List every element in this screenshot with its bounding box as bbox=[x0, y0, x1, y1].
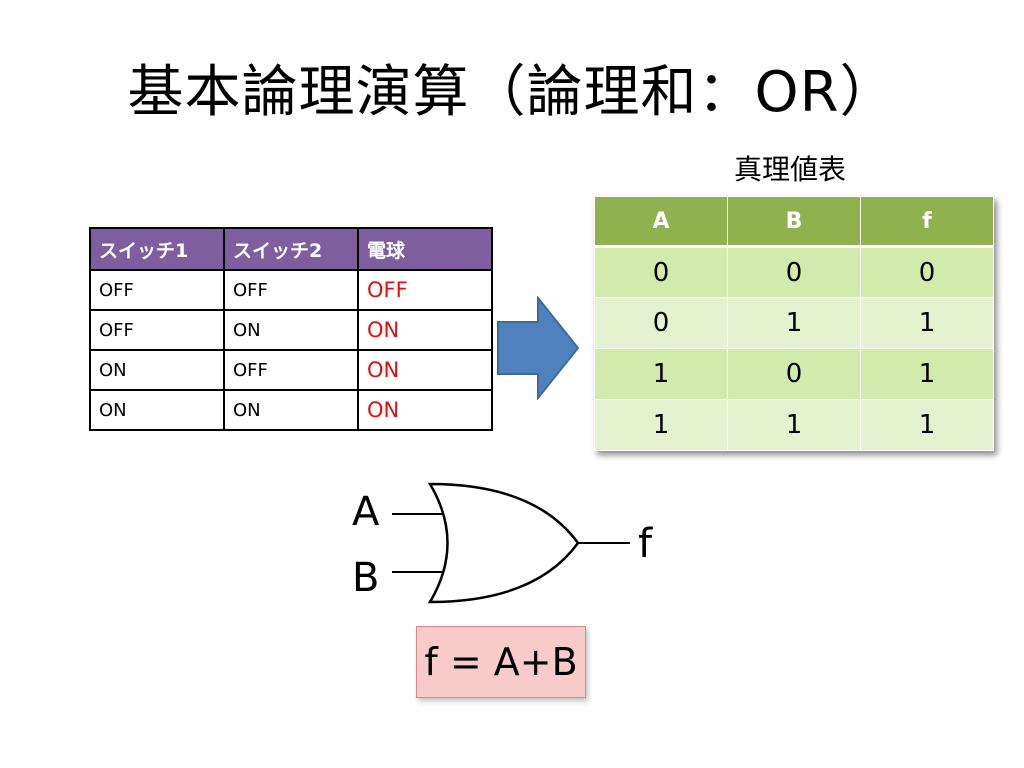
table-row: ON OFF ON bbox=[89, 349, 493, 391]
bulb-cell: ON bbox=[357, 389, 493, 431]
switch-table: スイッチ1 スイッチ2 電球 OFF OFF OFF OFF ON ON ON … bbox=[89, 227, 493, 431]
switch-table-header-row: スイッチ1 スイッチ2 電球 bbox=[89, 227, 493, 271]
input-b-cell: 0 bbox=[727, 246, 861, 298]
table-row: 1 0 1 bbox=[594, 348, 994, 400]
output-f-cell: 1 bbox=[860, 348, 994, 400]
switch-table-header: スイッチ2 bbox=[223, 227, 359, 271]
switch1-cell: OFF bbox=[89, 309, 225, 351]
gate-input-b-label: B bbox=[352, 555, 380, 601]
truth-table-header: B bbox=[727, 196, 861, 248]
bulb-cell: OFF bbox=[357, 269, 493, 311]
input-a-cell: 0 bbox=[594, 297, 728, 349]
output-f-cell: 1 bbox=[860, 399, 994, 451]
input-a-cell: 1 bbox=[594, 399, 728, 451]
formula-box: f = A+B bbox=[416, 626, 586, 698]
input-a-cell: 1 bbox=[594, 348, 728, 400]
truth-table: A B f 0 0 0 0 1 1 1 0 1 1 1 1 bbox=[594, 196, 994, 451]
right-arrow-icon bbox=[497, 296, 580, 400]
bulb-cell: ON bbox=[357, 309, 493, 351]
input-b-cell: 0 bbox=[727, 348, 861, 400]
table-row: 1 1 1 bbox=[594, 399, 994, 451]
switch2-cell: OFF bbox=[223, 349, 359, 391]
truth-table-header: f bbox=[860, 196, 994, 248]
table-row: 0 1 1 bbox=[594, 297, 994, 349]
truth-table-label: 真理値表 bbox=[733, 153, 846, 186]
or-gate-icon bbox=[392, 482, 630, 604]
output-f-cell: 1 bbox=[860, 297, 994, 349]
gate-input-a-label: A bbox=[352, 489, 380, 535]
switch1-cell: ON bbox=[89, 389, 225, 431]
gate-output-label: f bbox=[638, 521, 653, 567]
output-f-cell: 0 bbox=[860, 246, 994, 298]
input-b-cell: 1 bbox=[727, 399, 861, 451]
bulb-cell: ON bbox=[357, 349, 493, 391]
slide-title: 基本論理演算（論理和：OR） bbox=[127, 60, 897, 125]
truth-table-header-row: A B f bbox=[594, 196, 994, 248]
switch-table-header: 電球 bbox=[357, 227, 493, 271]
table-row: 0 0 0 bbox=[594, 246, 994, 298]
input-a-cell: 0 bbox=[594, 246, 728, 298]
table-row: OFF OFF OFF bbox=[89, 269, 493, 311]
input-b-cell: 1 bbox=[727, 297, 861, 349]
table-row: OFF ON ON bbox=[89, 309, 493, 351]
switch2-cell: ON bbox=[223, 389, 359, 431]
switch1-cell: ON bbox=[89, 349, 225, 391]
switch-table-header: スイッチ1 bbox=[89, 227, 225, 271]
switch2-cell: ON bbox=[223, 309, 359, 351]
switch1-cell: OFF bbox=[89, 269, 225, 311]
switch2-cell: OFF bbox=[223, 269, 359, 311]
table-row: ON ON ON bbox=[89, 389, 493, 431]
truth-table-header: A bbox=[594, 196, 728, 248]
